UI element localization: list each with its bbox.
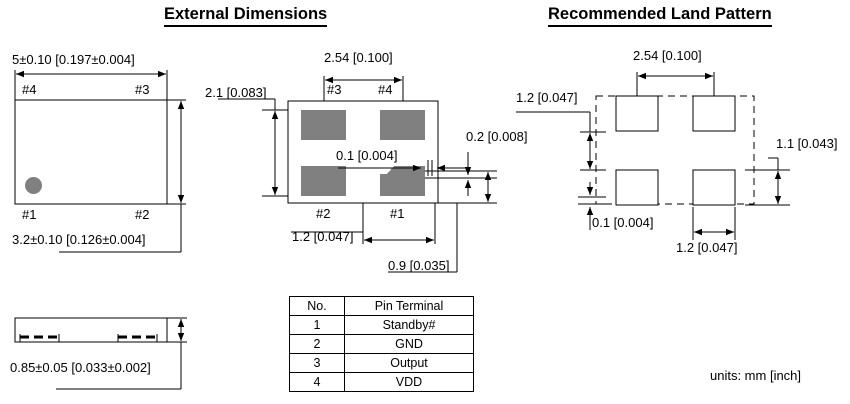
- package-side-view-outline: [14, 317, 168, 343]
- dim-label-pad-pitch: 2.54 [0.100]: [324, 50, 393, 65]
- table-cell-no: 2: [289, 334, 345, 354]
- table-row: 4 VDD: [289, 372, 474, 392]
- dim-label-external-width: 5±0.10 [0.197±0.004]: [12, 52, 135, 67]
- table-cell-no: 1: [289, 315, 345, 335]
- land-pad-bottom-right: [692, 169, 736, 206]
- land-dim-label-pad-height-right: 1.1 [0.043]: [776, 136, 838, 151]
- pad-1-chamfered: [380, 166, 425, 196]
- land-dim-label-pad-width-bottom: 1.2 [0.047]: [676, 240, 738, 255]
- dim-label-pad-span-vertical: 2.1 [0.083]: [205, 85, 267, 100]
- table-cell-no: 3: [289, 353, 345, 373]
- section-title-external-dimensions: External Dimensions: [164, 5, 328, 27]
- pin-label-top-right-3: #3: [135, 82, 150, 97]
- pad-pin-label-bottom-left-2: #2: [316, 206, 331, 221]
- pad-2: [301, 166, 346, 196]
- table-cell-no: 4: [289, 372, 345, 392]
- table-header-no: No.: [289, 296, 345, 316]
- land-pad-top-right: [692, 95, 736, 132]
- land-pattern-body-outline: [595, 95, 755, 205]
- pin1-marker-dot: [25, 177, 42, 194]
- pin-terminal-table: No. Pin Terminal 1 Standby# 2 GND 3 Outp…: [289, 296, 474, 392]
- dim-label-gap: 0.2 [0.008]: [466, 129, 528, 144]
- units-note: units: mm [inch]: [710, 368, 802, 383]
- land-pad-top-left: [615, 95, 659, 132]
- table-cell-terminal: Output: [344, 353, 474, 373]
- table-cell-terminal: Standby#: [344, 315, 474, 335]
- land-dim-label-pitch: 2.54 [0.100]: [633, 48, 702, 63]
- pin-label-top-left-4: #4: [22, 82, 37, 97]
- pad-pin-label-bottom-right-1: #1: [390, 206, 405, 221]
- dim-label-pad-offset: 1.2 [0.047]: [292, 229, 354, 244]
- table-row: 3 Output: [289, 353, 474, 373]
- land-dim-label-pad-gap-vertical: 0.1 [0.004]: [592, 215, 654, 230]
- dim-label-external-height: 3.2±0.10 [0.126±0.004]: [12, 232, 146, 247]
- dim-label-side-view-height: 0.85±0.05 [0.033±0.002]: [10, 360, 151, 375]
- table-header-terminal: Pin Terminal: [344, 296, 474, 316]
- pin-label-bottom-right-2: #2: [135, 207, 150, 222]
- table-cell-terminal: VDD: [344, 372, 474, 392]
- table-row: 1 Standby#: [289, 315, 474, 335]
- section-title-land-pattern: Recommended Land Pattern: [548, 5, 772, 27]
- land-dim-label-pad-height-left: 1.2 [0.047]: [516, 90, 578, 105]
- table-row: 2 GND: [289, 334, 474, 354]
- pin-label-bottom-left-1: #1: [22, 207, 37, 222]
- pad-3: [301, 110, 346, 140]
- table-cell-terminal: GND: [344, 334, 474, 354]
- pad-pin-label-top-right-4: #4: [378, 82, 393, 97]
- dim-label-chamfer: 0.1 [0.004]: [336, 148, 398, 163]
- pad-pin-label-top-left-3: #3: [327, 82, 342, 97]
- dim-label-pad-width: 0.9 [0.035]: [388, 258, 450, 273]
- land-pad-bottom-left: [615, 169, 659, 206]
- pad-4: [380, 110, 425, 140]
- table-header-row: No. Pin Terminal: [289, 296, 474, 316]
